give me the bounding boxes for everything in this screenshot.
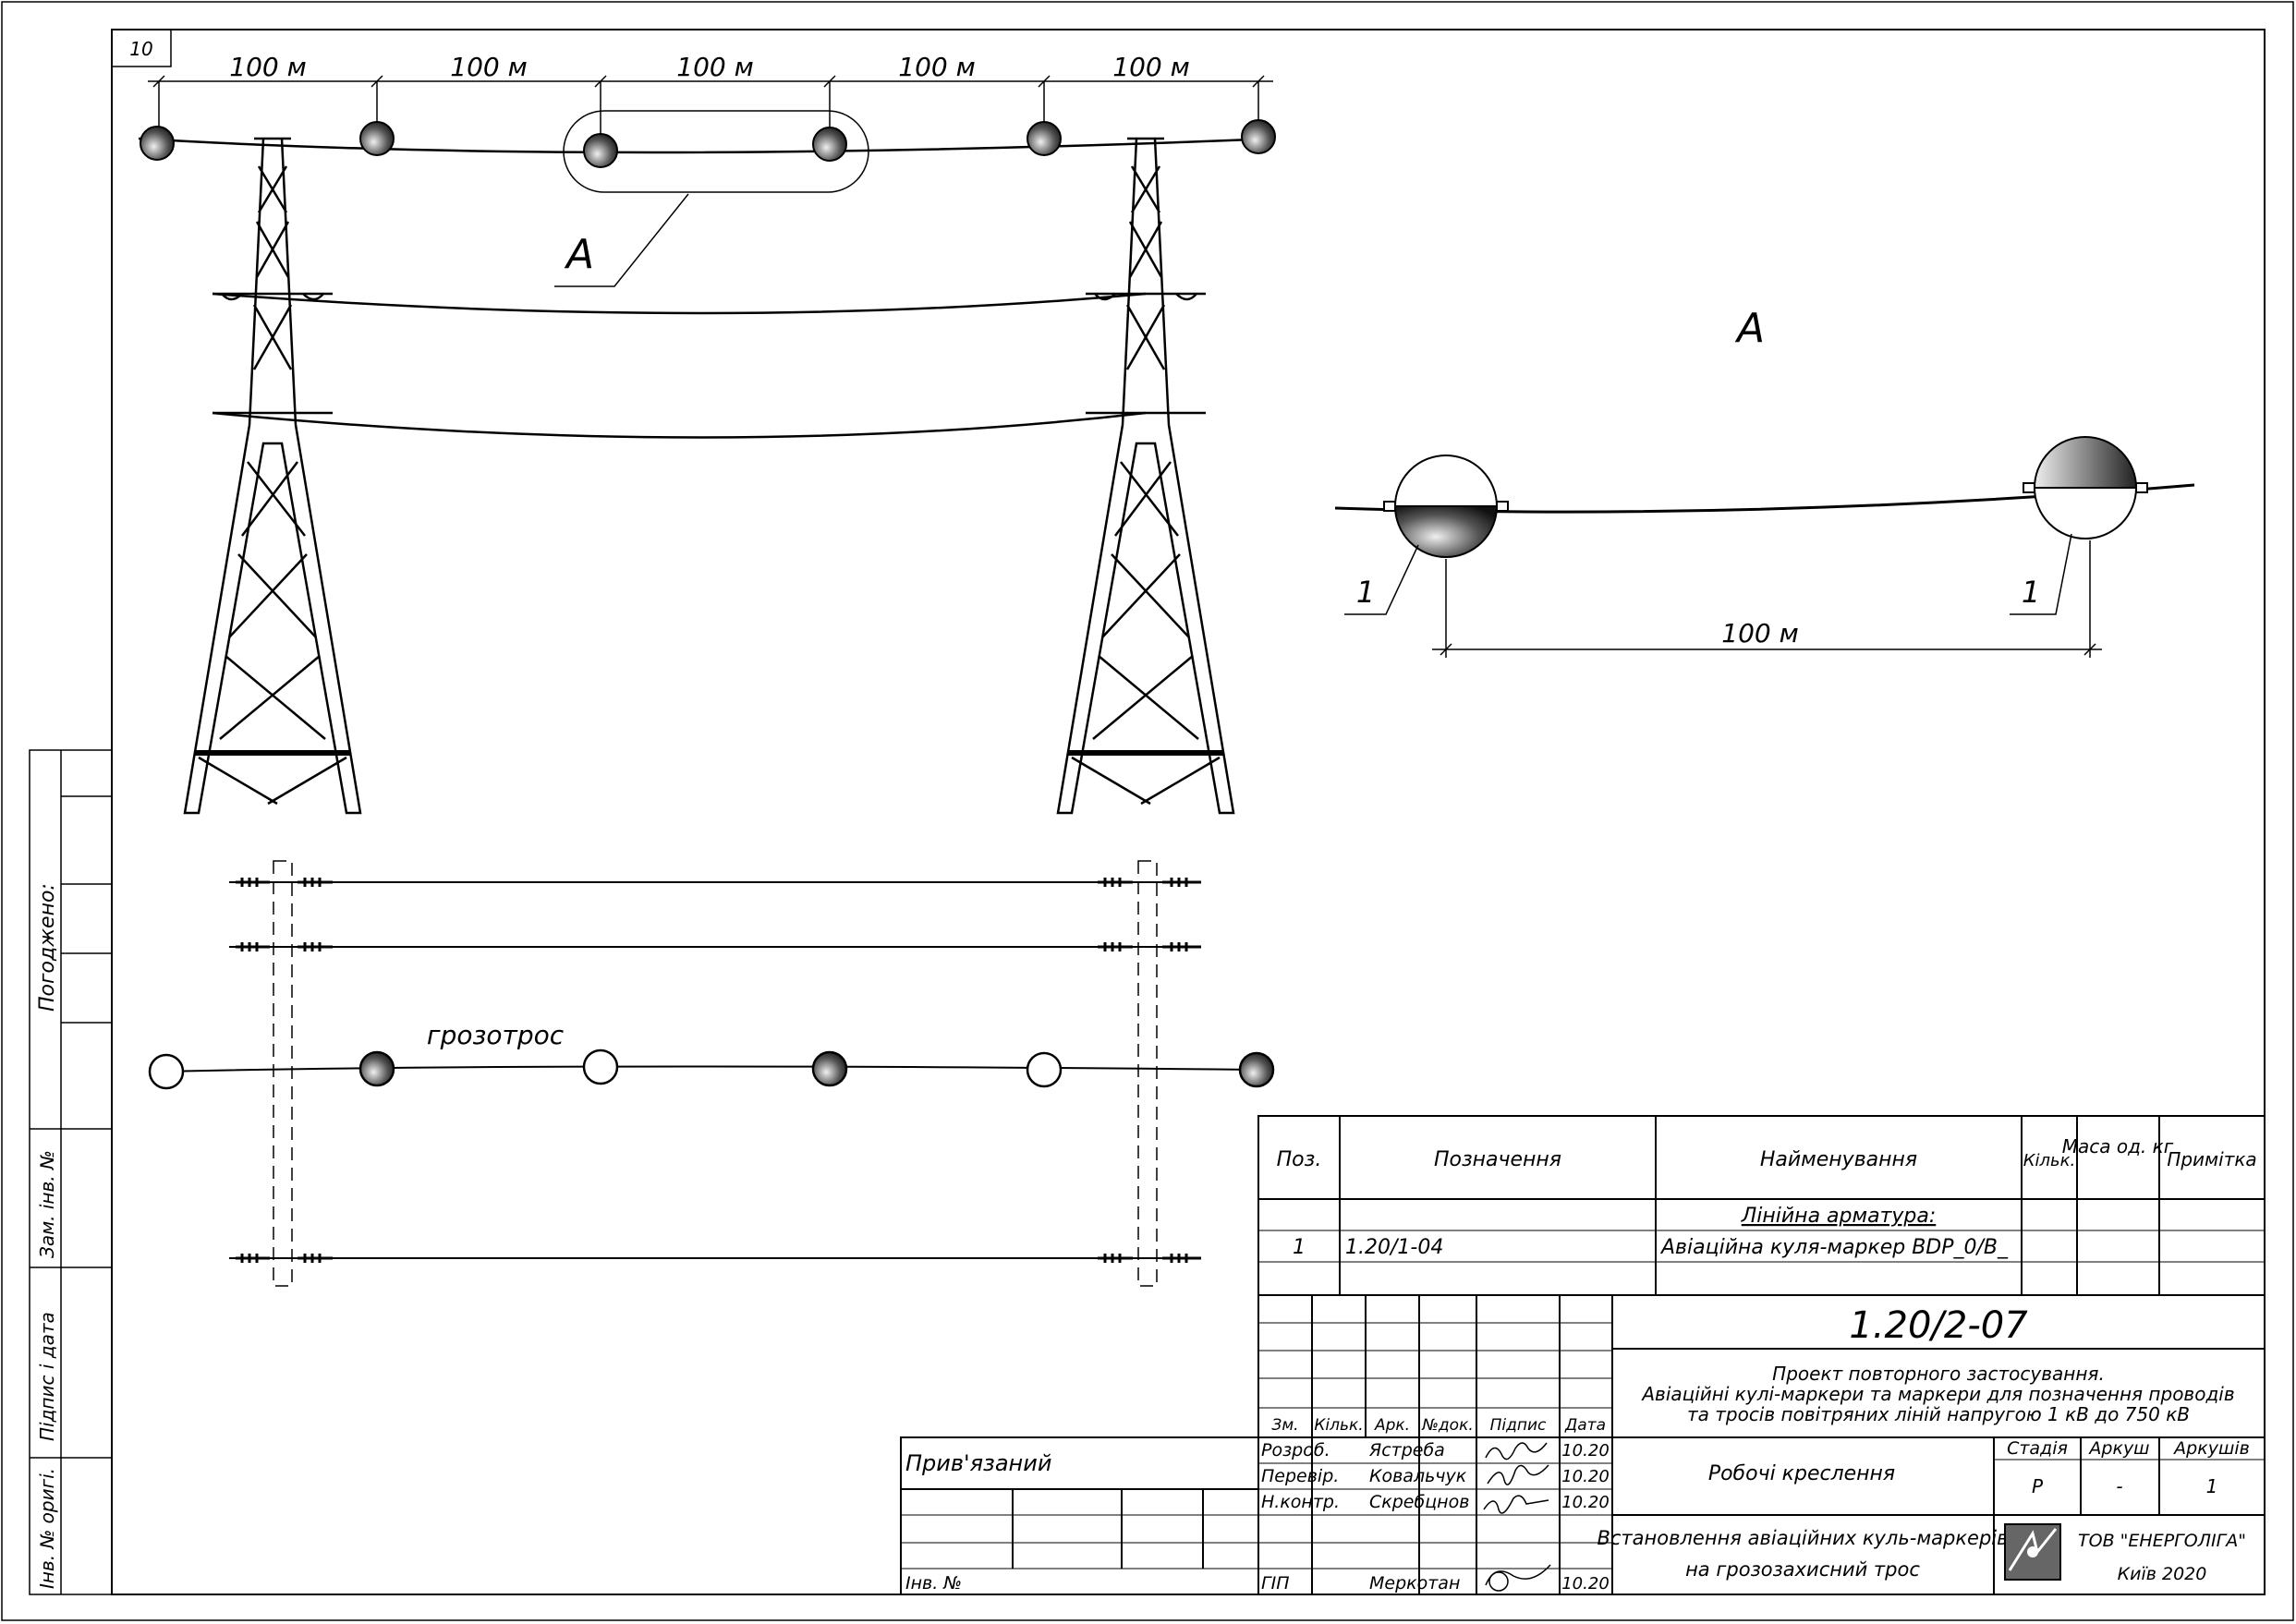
upper-conductor — [212, 292, 1147, 315]
tb-drawing-line2: на грозозахисний трос — [1685, 1558, 1920, 1581]
span-label-3: 100 м — [676, 52, 753, 82]
tb-col-sheet: Арк. — [1374, 1416, 1410, 1435]
detail-marker-right — [2023, 436, 2148, 539]
ground-wire — [138, 137, 1276, 154]
marker-ball-light — [1026, 1051, 1063, 1088]
tb-col-qty: Кільк. — [1314, 1416, 1363, 1435]
tb-role-1: Перевір. — [1261, 1466, 1339, 1486]
company-logo — [2004, 1523, 2061, 1581]
tb-role-0: Розроб. — [1261, 1440, 1330, 1460]
tower-right — [1056, 137, 1235, 815]
tb-role-3: ГІП — [1261, 1573, 1289, 1594]
tb-stage-name: Робочі креслення — [1708, 1462, 1895, 1485]
tb-role-2: Н.контр. — [1261, 1492, 1340, 1512]
tb-name-2: Скребцнов — [1369, 1492, 1469, 1512]
tb-col-date: Дата — [1564, 1416, 1606, 1435]
marker-ball — [1027, 121, 1062, 156]
tb-name-0: Ястреба — [1368, 1440, 1445, 1460]
stamp-agreed: Погоджено: — [36, 883, 59, 1012]
tb-sheet-value: - — [2116, 1475, 2122, 1497]
spec-header-mass: Маса од. кг — [2062, 1135, 2174, 1157]
tb-project-line3: та тросів повітряних ліній напругою 1 кВ… — [1687, 1403, 2190, 1425]
callout-a-label: А — [564, 231, 594, 278]
plan-tower-posts — [273, 860, 1158, 1287]
marker-ball-dark — [811, 1050, 848, 1087]
left-stamps — [29, 749, 113, 1595]
tb-sheets-header: Аркушів — [2172, 1438, 2250, 1459]
tb-city: Київ 2020 — [2118, 1564, 2207, 1584]
sheet-number: 10 — [129, 38, 152, 60]
plan-view: грозотрос — [148, 860, 1275, 1287]
spec-row-code: 1.20/1-04 — [1345, 1236, 1443, 1259]
detail-a: А 1 1 100 м — [1334, 305, 2195, 658]
plan-ground-wire — [165, 1065, 1257, 1073]
detail-title: А — [1734, 305, 1765, 352]
marker-ball-dark — [358, 1050, 395, 1087]
elevation-view: 100 м 100 м 100 м 100 м 100 м А — [138, 52, 1276, 815]
plan-markers — [148, 1048, 1275, 1090]
tb-col-sign: Підпис — [1490, 1416, 1547, 1435]
plan-wires — [165, 881, 1257, 1259]
span-label-5: 100 м — [1112, 52, 1189, 82]
tb-date-2: 10.20 — [1561, 1493, 1610, 1512]
elevation-markers — [140, 119, 1276, 168]
tb-stage-header: Стадія — [2007, 1438, 2068, 1459]
callout-a — [554, 110, 869, 287]
marker-ball — [1241, 119, 1276, 154]
tb-sheet-header: Аркуш — [2087, 1438, 2149, 1459]
span-label-1: 100 м — [229, 52, 306, 82]
tb-date-3: 10.20 — [1561, 1574, 1610, 1594]
stamp-inv-orig: Інв. № оригі. — [36, 1468, 58, 1589]
tb-name-3: Меркотан — [1369, 1573, 1460, 1594]
spec-row-name: Авіаційна куля-маркер BDP_0/B_ — [1659, 1236, 2009, 1259]
signatures — [1483, 1442, 1551, 1592]
tb-drawing-line1: Встановлення авіаційних куль-маркерів — [1597, 1527, 2009, 1549]
marker-ball — [140, 126, 175, 161]
tb-doc-code: 1.20/2-07 — [1849, 1304, 2028, 1347]
spec-header-name: Найменування — [1760, 1148, 1917, 1171]
tb-col-doc: №док. — [1421, 1416, 1474, 1435]
span-dimension-line — [148, 75, 1273, 143]
tb-sheets-value: 1 — [2206, 1475, 2218, 1497]
marker-ball-light — [148, 1053, 185, 1090]
tb-stage-value: Р — [2032, 1475, 2044, 1497]
lower-conductor — [212, 411, 1147, 439]
spec-header-pos: Поз. — [1277, 1148, 1322, 1171]
marker-ball-dark — [1238, 1051, 1275, 1088]
spec-header-note: Примітка — [2167, 1148, 2256, 1170]
tb-project-line2: Авіаційні кулі-маркери та маркери для по… — [1640, 1383, 2234, 1405]
tb-linked: Прив'язаний — [905, 1450, 1051, 1476]
detail-span: 100 м — [1721, 618, 1798, 648]
stamp-replace-inv: Зам. інв. № — [36, 1150, 58, 1258]
detail-pos-left: 1 — [1356, 575, 1375, 610]
tb-project-line1: Проект повторного застосування. — [1772, 1363, 2105, 1385]
tb-inv-no: Інв. № — [905, 1573, 962, 1594]
marker-ball — [583, 133, 618, 168]
plan-insulators — [236, 878, 1201, 1263]
detail-marker-left — [1383, 454, 1509, 558]
spec-header-qty: Кільк. — [2023, 1151, 2076, 1170]
stamp-sign-date: Підпис і дата — [36, 1312, 58, 1441]
tb-name-1: Ковальчук — [1369, 1466, 1467, 1486]
conductors — [138, 137, 1276, 439]
marker-ball — [812, 127, 847, 162]
spec-header-code: Позначення — [1434, 1148, 1561, 1171]
detail-pos-right: 1 — [2022, 575, 2040, 610]
tb-date-0: 10.20 — [1561, 1441, 1610, 1460]
marker-ball — [359, 121, 395, 156]
detail-leaders — [1344, 533, 2102, 658]
spec-group: Лінійна арматура: — [1741, 1205, 1937, 1228]
tb-org: ТОВ "ЕНЕРГОЛІГА" — [2078, 1531, 2246, 1551]
marker-ball-light — [582, 1048, 619, 1085]
title-block — [900, 1294, 2266, 1595]
span-label-2: 100 м — [450, 52, 527, 82]
ground-wire-label: грозотрос — [427, 1020, 565, 1050]
tower-left — [183, 137, 362, 815]
spec-row-pos: 1 — [1293, 1236, 1306, 1259]
tb-col-change: Зм. — [1271, 1416, 1298, 1435]
tb-date-1: 10.20 — [1561, 1467, 1610, 1486]
span-label-4: 100 м — [898, 52, 975, 82]
